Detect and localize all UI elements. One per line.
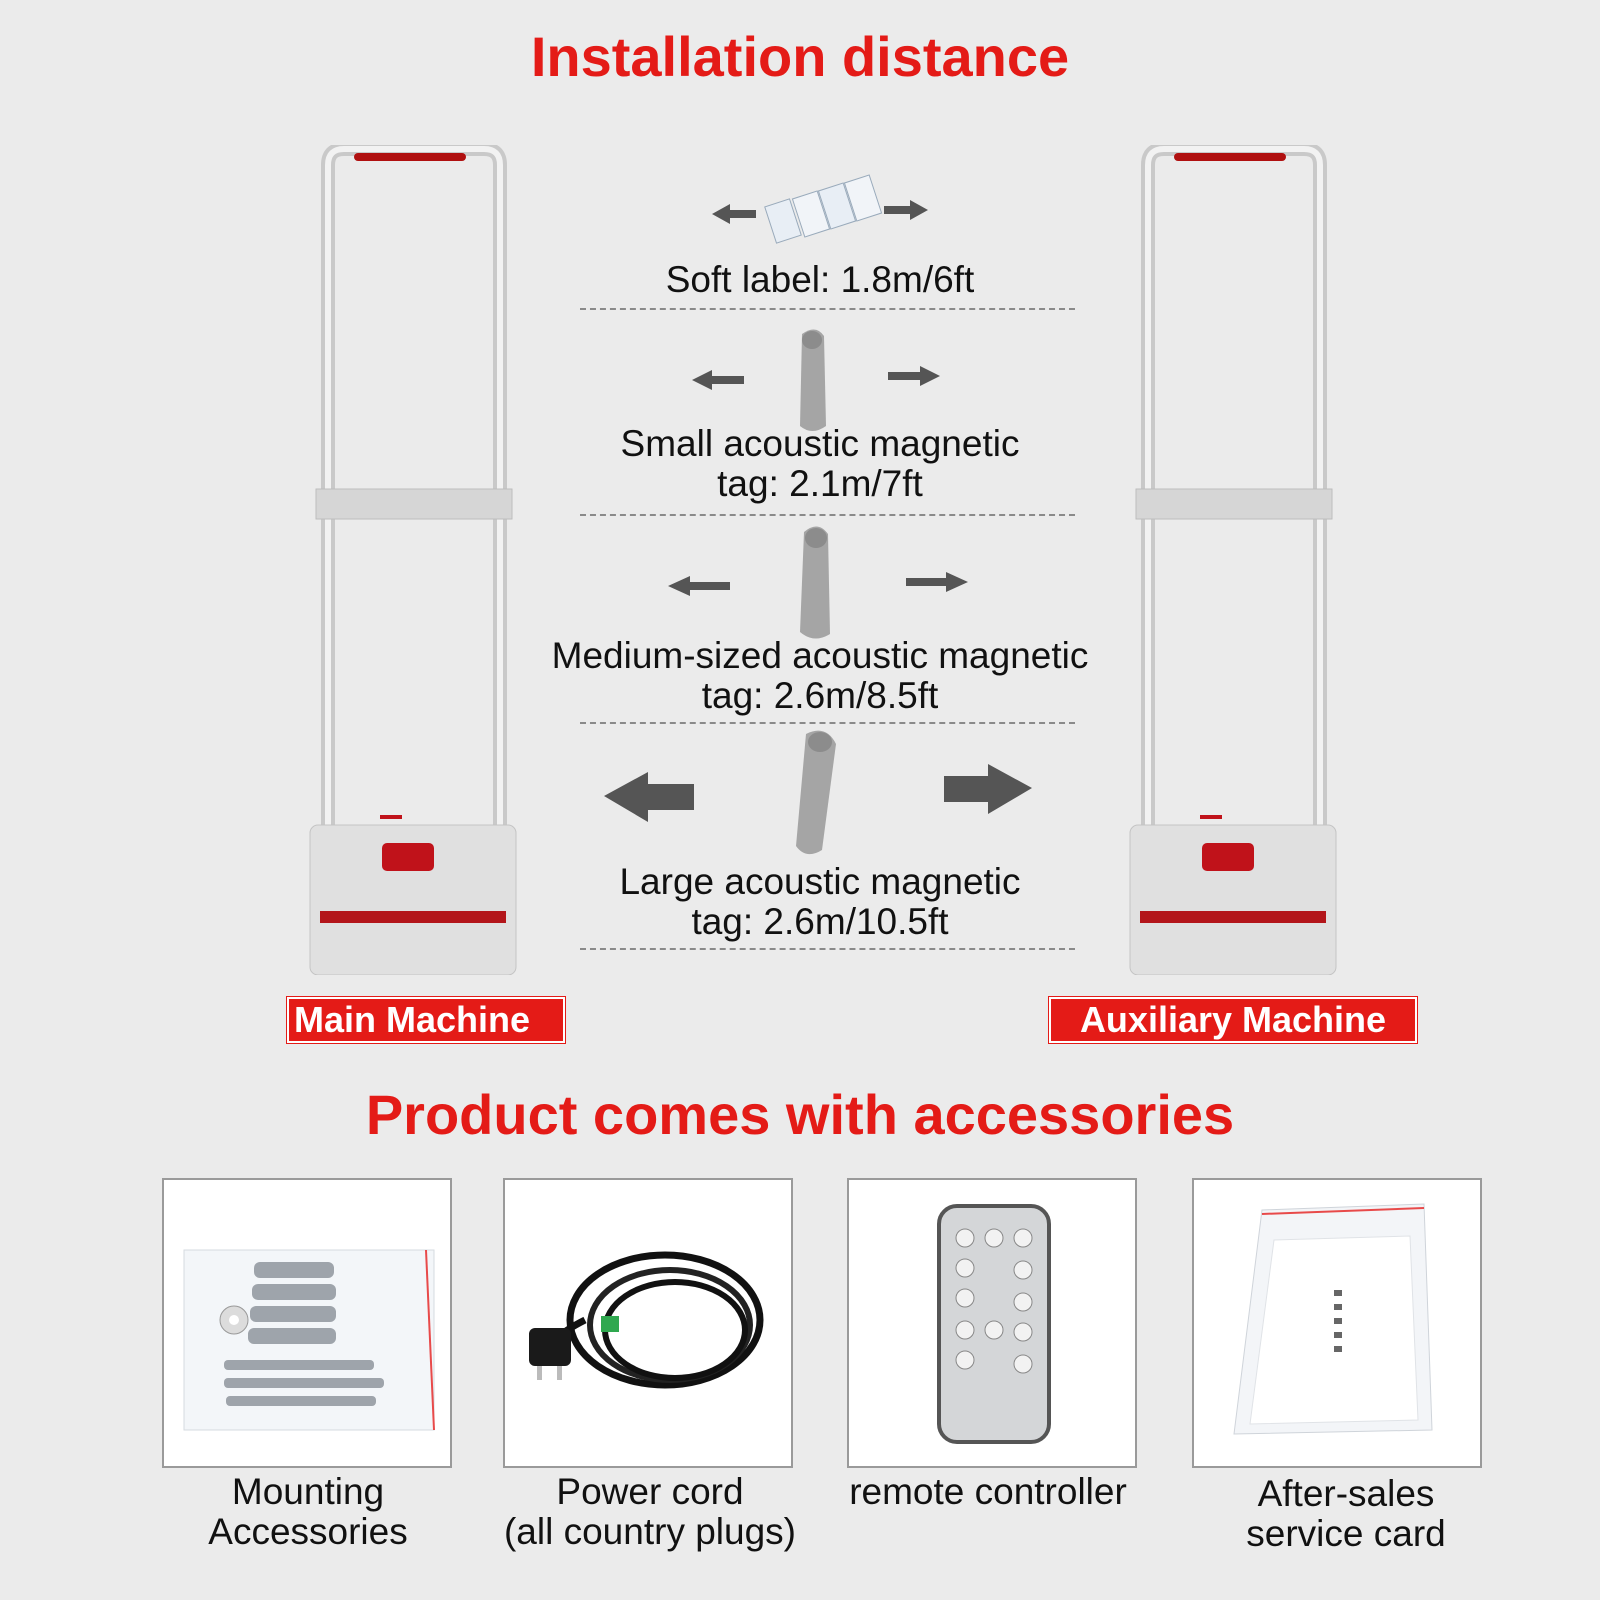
divider-line [580,948,1075,950]
small-tag-distance-text-line1: Small acoustic magnetic [620,423,1020,464]
accessory-label-line: remote controller [849,1471,1127,1512]
accessory-label-line: Mounting [231,1471,385,1512]
divider-line [580,308,1075,310]
large-tag-distance-text-line2: tag: 2.6m/10.5ft [691,901,949,942]
medium-tag-distance-text-line1: Medium-sized acoustic magnetic [551,635,1089,676]
divider-line [580,722,1075,724]
mounting-accessories-label: Mounting Accessories [128,1472,488,1552]
auxiliary-machine-label: Auxiliary Machine [1048,996,1418,1044]
soft-label-icon [712,174,928,244]
main-machine-gate-image [308,145,520,975]
main-machine-label: Main Machine [286,996,566,1044]
accessory-label-line: Power cord [556,1471,744,1512]
remote-controller-label: remote controller [808,1472,1168,1512]
medium-tag-icon [668,526,968,639]
screws-bag-icon [183,1249,435,1431]
accessory-label-line: Accessories [208,1511,408,1552]
accessory-label-line: service card [1246,1513,1446,1554]
accessories-title: Product comes with accessories [365,1083,1235,1146]
soft-label-distance-text: Soft label: 1.8m/6ft [665,259,975,300]
medium-tag-distance-text-line2: tag: 2.6m/8.5ft [701,675,939,716]
service-card-icon [1233,1203,1433,1435]
small-tag-icon [692,329,940,431]
accessory-label-line: After-sales [1257,1473,1435,1514]
large-tag-icon [604,730,1032,855]
accessory-label-line: (all country plugs) [503,1511,796,1552]
auxiliary-machine-gate-image [1128,145,1340,975]
remote-control-icon [937,1204,1051,1444]
mounting-accessories-image [162,1178,452,1468]
remote-controller-image [847,1178,1137,1468]
large-tag-distance-text-line1: Large acoustic magnetic [619,861,1021,902]
power-cord-label: Power cord (all country plugs) [470,1472,830,1552]
power-cord-icon [529,1251,764,1389]
installation-distance-title: Installation distance [530,25,1070,88]
divider-line [580,514,1075,516]
service-card-label: After-sales service card [1166,1474,1526,1554]
power-cord-image [503,1178,793,1468]
small-tag-distance-text-line2: tag: 2.1m/7ft [717,463,923,504]
after-sales-service-card-image [1192,1178,1482,1468]
